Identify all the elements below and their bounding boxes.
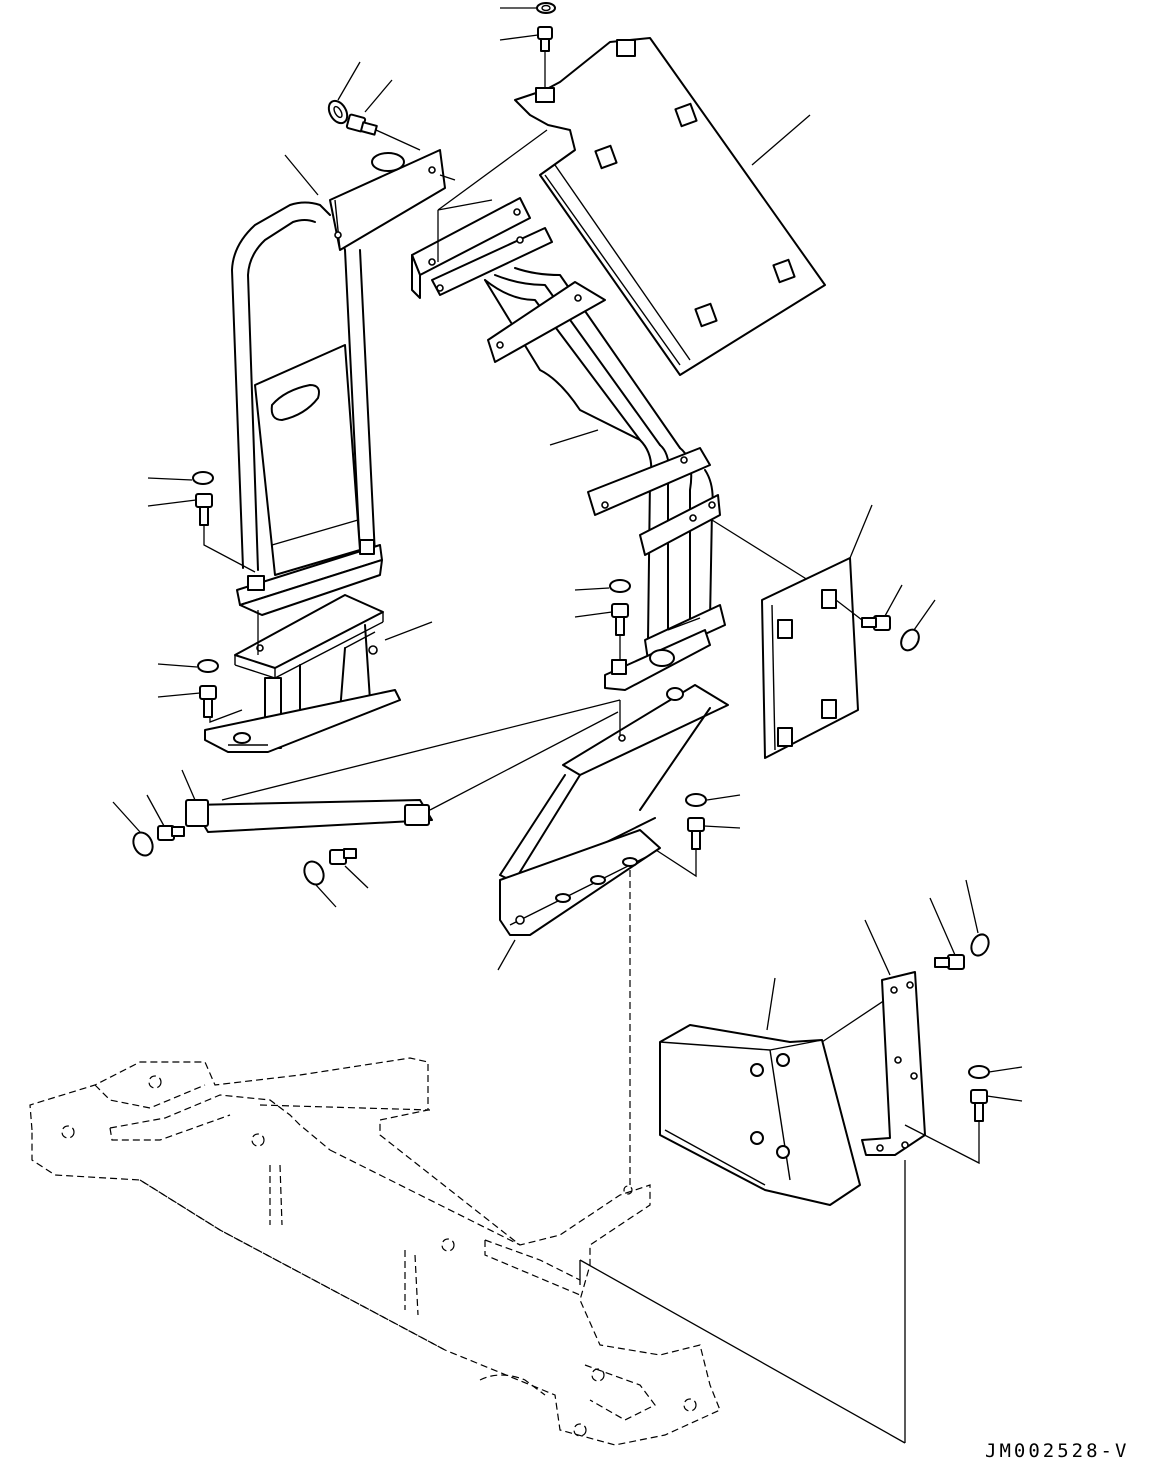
leader-line: [884, 584, 903, 617]
top-nut: [536, 2, 556, 14]
leader-line: [929, 897, 956, 956]
leader-line: [835, 599, 863, 621]
leader-line: [437, 199, 493, 211]
bolt: [199, 685, 217, 718]
leader-line: [965, 879, 979, 934]
washer: [192, 471, 214, 485]
washer: [968, 1065, 990, 1079]
leader-line: [549, 429, 599, 446]
right-vertical-bracket: [861, 971, 926, 1156]
left-handrail: [231, 149, 446, 616]
leader-line: [766, 977, 776, 1031]
machine-frame-outline: [29, 1057, 721, 1446]
bolt: [934, 954, 965, 970]
washer: [197, 659, 219, 673]
leader-line: [209, 709, 243, 723]
left-support-bracket: [204, 594, 401, 753]
leader-line: [913, 599, 936, 631]
leader-line: [147, 499, 197, 507]
leader-line: [437, 129, 548, 211]
bolt: [329, 848, 357, 865]
bolt: [861, 615, 891, 631]
leader-line: [574, 611, 613, 618]
leader-line: [986, 1095, 1023, 1102]
leader-line: [157, 692, 201, 698]
leader-line: [655, 849, 697, 878]
leader-line: [849, 504, 873, 559]
leader-line: [574, 587, 610, 591]
top-bolt: [537, 26, 553, 52]
bolt: [157, 825, 185, 841]
leader-line: [988, 1066, 1023, 1073]
lower-cover: [659, 1024, 861, 1206]
washer: [132, 831, 154, 857]
leader-line: [904, 1121, 980, 1165]
leader-line: [221, 699, 621, 801]
washer: [970, 933, 990, 957]
washer: [900, 628, 920, 652]
leader-line: [499, 34, 539, 41]
leader-line: [384, 621, 433, 641]
center-ladder: [411, 197, 726, 691]
leader-line: [751, 114, 811, 166]
washer: [303, 860, 325, 886]
bolt: [970, 1089, 988, 1122]
leader-line: [203, 525, 256, 573]
center-lower-bracket: [499, 684, 729, 936]
washer: [609, 579, 631, 593]
leader-line: [157, 663, 198, 668]
leader-line: [579, 1259, 906, 1444]
upper-cover-plate: [514, 37, 826, 376]
leader-line: [315, 884, 337, 908]
leader-line: [429, 711, 619, 811]
bolt: [195, 493, 213, 526]
leader-line: [439, 174, 456, 181]
leader-line: [706, 794, 741, 801]
leader-line: [284, 154, 319, 196]
leader-line: [344, 865, 369, 889]
leader-line: [112, 801, 141, 833]
leader-line: [181, 769, 196, 801]
leader-line: [703, 825, 741, 829]
leader-line: [337, 61, 361, 101]
leader-line: [711, 519, 809, 581]
leader-line: [497, 939, 516, 971]
washer: [327, 99, 349, 125]
cross-bar: [185, 799, 433, 833]
bolt: [611, 603, 629, 636]
leader-line: [864, 919, 891, 976]
leader-line: [364, 79, 393, 113]
leader-line: [146, 794, 165, 827]
leader-line: [147, 477, 193, 481]
leader-line: [375, 129, 421, 151]
right-side-plate: [761, 557, 859, 759]
bolt: [345, 113, 378, 136]
washer: [685, 793, 707, 807]
drawing-id-code: JM002528-V: [985, 1440, 1130, 1462]
bolt: [687, 817, 705, 850]
